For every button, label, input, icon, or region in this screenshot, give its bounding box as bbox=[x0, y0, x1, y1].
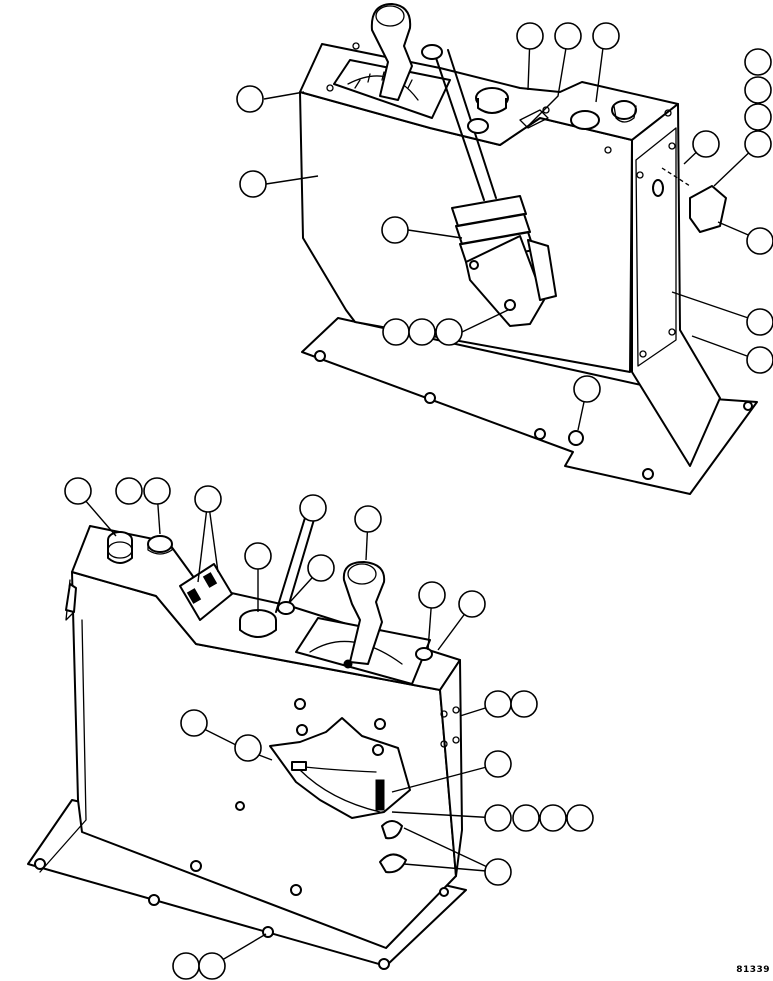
lower-console-side bbox=[439, 659, 463, 877]
callout-bubble bbox=[566, 804, 594, 832]
callout-bubble bbox=[744, 130, 772, 158]
lower-cutaway-wiring bbox=[269, 717, 411, 819]
callout-bubble bbox=[64, 477, 92, 505]
callout-bubble bbox=[435, 318, 463, 346]
callout-bubble bbox=[510, 690, 538, 718]
callout-bubble bbox=[382, 318, 410, 346]
callout-bubble bbox=[239, 170, 267, 198]
callout-bubble bbox=[408, 318, 436, 346]
callout-bubble bbox=[516, 22, 544, 50]
callout-bubble bbox=[539, 804, 567, 832]
callout-bubble bbox=[744, 76, 772, 104]
upper-side-cover bbox=[635, 127, 677, 367]
callout-bubble bbox=[484, 804, 512, 832]
callout-bubble bbox=[554, 22, 582, 50]
callout-bubble bbox=[198, 952, 226, 980]
callout-bubble bbox=[234, 734, 262, 762]
callout-bubble bbox=[115, 477, 143, 505]
lower-shift-lever bbox=[342, 561, 386, 665]
callout-bubble bbox=[692, 130, 720, 158]
lower-throttle-lever bbox=[275, 507, 309, 613]
callout-bubble bbox=[484, 690, 512, 718]
callout-bubble bbox=[573, 375, 601, 403]
callout-bubble bbox=[746, 308, 773, 336]
callout-bubble bbox=[172, 952, 200, 980]
callout-bubble bbox=[244, 542, 272, 570]
upper-joystick-base bbox=[465, 235, 545, 327]
figure-code: 81339 bbox=[736, 965, 770, 975]
upper-side-switch bbox=[689, 185, 727, 233]
callout-bubble bbox=[458, 590, 486, 618]
callout-bubble bbox=[746, 227, 773, 255]
callout-bubble bbox=[746, 346, 773, 374]
upper-console-assembly bbox=[299, 3, 758, 495]
lower-rocker-switches bbox=[179, 563, 233, 621]
callout-bubble bbox=[180, 709, 208, 737]
callout-bubble bbox=[307, 554, 335, 582]
callout-bubble bbox=[143, 477, 171, 505]
upper-joystick-rod bbox=[433, 51, 485, 201]
callout-bubble bbox=[354, 505, 382, 533]
callout-bubble bbox=[299, 494, 327, 522]
callout-bubble bbox=[744, 48, 772, 76]
upper-shift-lever bbox=[370, 3, 413, 101]
callout-bubble bbox=[194, 485, 222, 513]
lower-console-assembly bbox=[27, 495, 467, 970]
callout-bubble bbox=[381, 216, 409, 244]
callout-bubble bbox=[418, 581, 446, 609]
callout-bubble bbox=[512, 804, 540, 832]
callout-bubble bbox=[592, 22, 620, 50]
callout-bubble bbox=[236, 85, 264, 113]
callout-bubble bbox=[484, 858, 512, 886]
callout-bubbles bbox=[64, 22, 773, 980]
callout-bubble bbox=[744, 103, 772, 131]
callout-bubble bbox=[484, 750, 512, 778]
